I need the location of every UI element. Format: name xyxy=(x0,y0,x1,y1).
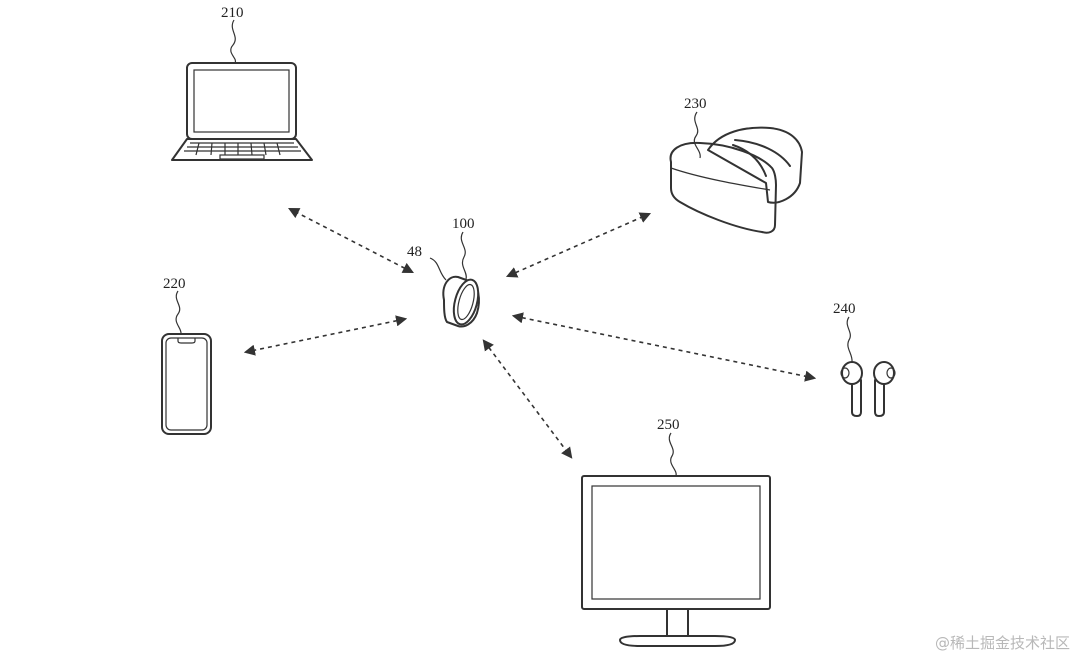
ring-icon xyxy=(442,275,480,328)
leader-line-earbuds xyxy=(846,316,853,363)
phone-icon xyxy=(161,333,212,435)
link-ring-laptop xyxy=(288,207,414,274)
monitor-icon xyxy=(581,475,771,647)
leader-line-ring xyxy=(460,231,467,280)
link-ring-earbuds xyxy=(511,312,817,382)
link-ring-headset xyxy=(505,212,652,278)
leader-line-ring-part xyxy=(429,257,447,281)
earbuds-icon xyxy=(840,361,896,417)
watermark: @稀土掘金技术社区 xyxy=(934,634,1070,652)
label-ring: 100 xyxy=(452,216,475,232)
leader-line-headset xyxy=(693,111,701,159)
laptop-icon xyxy=(171,62,313,161)
label-phone: 220 xyxy=(163,276,186,292)
label-earbuds: 240 xyxy=(833,301,856,317)
label-headset: 230 xyxy=(684,96,707,112)
leader-line-laptop xyxy=(230,19,237,64)
label-monitor: 250 xyxy=(657,417,680,433)
label-laptop: 210 xyxy=(221,5,244,21)
link-ring-phone xyxy=(243,315,408,356)
vr-headset-icon xyxy=(669,126,803,234)
link-ring-monitor xyxy=(482,339,573,459)
leader-line-monitor xyxy=(668,432,677,477)
leader-line-phone xyxy=(175,290,182,335)
label-ring-part: 48 xyxy=(407,244,422,260)
